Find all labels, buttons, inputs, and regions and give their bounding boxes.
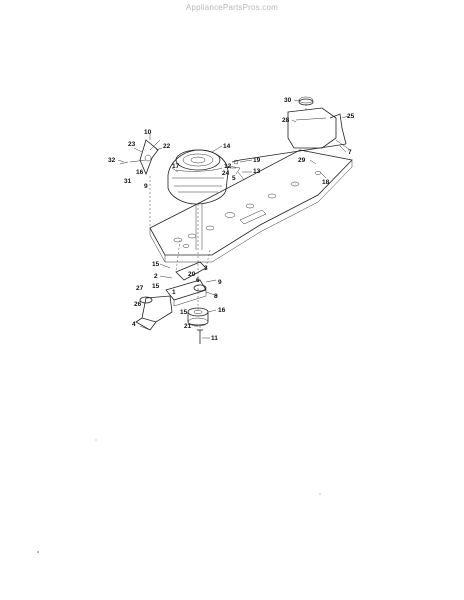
scan-specks xyxy=(37,439,321,553)
callout-18: 18 xyxy=(322,179,330,186)
callout-6: 6 xyxy=(196,277,200,284)
callout-24: 24 xyxy=(222,170,230,177)
callout-16-top: 16 xyxy=(136,169,144,176)
callout-27: 27 xyxy=(136,285,144,292)
callout-15-b: 15 xyxy=(152,283,160,290)
callout-13: 13 xyxy=(253,168,261,175)
callout-5: 5 xyxy=(232,175,236,182)
engine-assembly xyxy=(167,149,229,250)
bolt xyxy=(197,329,203,344)
fuel-tank xyxy=(287,96,337,149)
callout-26: 26 xyxy=(134,301,142,308)
callout-7: 7 xyxy=(348,149,352,156)
callout-30: 30 xyxy=(284,97,292,104)
callout-17: 17 xyxy=(172,163,180,170)
callout-labels: 30 25 28 7 14 10 23 22 32 17 12 19 24 13… xyxy=(108,97,355,342)
watermark-text: AppliancePartsPros.com xyxy=(186,3,278,12)
chassis-plate xyxy=(149,149,353,263)
callout-9-top: 9 xyxy=(144,183,148,190)
lower-mount xyxy=(165,261,207,307)
callout-1: 1 xyxy=(172,289,176,296)
linkage-rod xyxy=(231,113,351,163)
callout-22: 22 xyxy=(163,143,171,150)
callout-31: 31 xyxy=(124,178,132,185)
blade-assembly xyxy=(119,139,161,176)
callout-14: 14 xyxy=(223,143,231,150)
callout-32: 32 xyxy=(108,157,116,164)
callout-8: 8 xyxy=(214,293,218,300)
callout-28: 28 xyxy=(282,117,290,124)
spindle-left xyxy=(135,295,173,331)
callout-2: 2 xyxy=(154,273,158,280)
throttle-bracket xyxy=(227,159,245,181)
alignment-lines xyxy=(149,104,307,330)
callout-15-a: 15 xyxy=(152,261,160,268)
callout-3: 3 xyxy=(204,265,208,272)
callout-19: 19 xyxy=(253,157,261,164)
callout-11: 11 xyxy=(211,335,218,342)
callout-9-mid: 9 xyxy=(218,279,222,286)
callout-12: 12 xyxy=(224,163,232,170)
callout-29: 29 xyxy=(298,157,306,164)
callout-10: 10 xyxy=(144,129,152,136)
callout-4: 4 xyxy=(132,321,136,328)
callout-16-bottom: 16 xyxy=(218,307,226,314)
callout-25: 25 xyxy=(347,113,355,120)
leader-lines xyxy=(117,99,349,339)
callout-23: 23 xyxy=(128,141,136,148)
callout-21: 21 xyxy=(184,323,192,330)
callout-20: 20 xyxy=(188,271,196,278)
callout-15-c: 15 xyxy=(180,309,188,316)
